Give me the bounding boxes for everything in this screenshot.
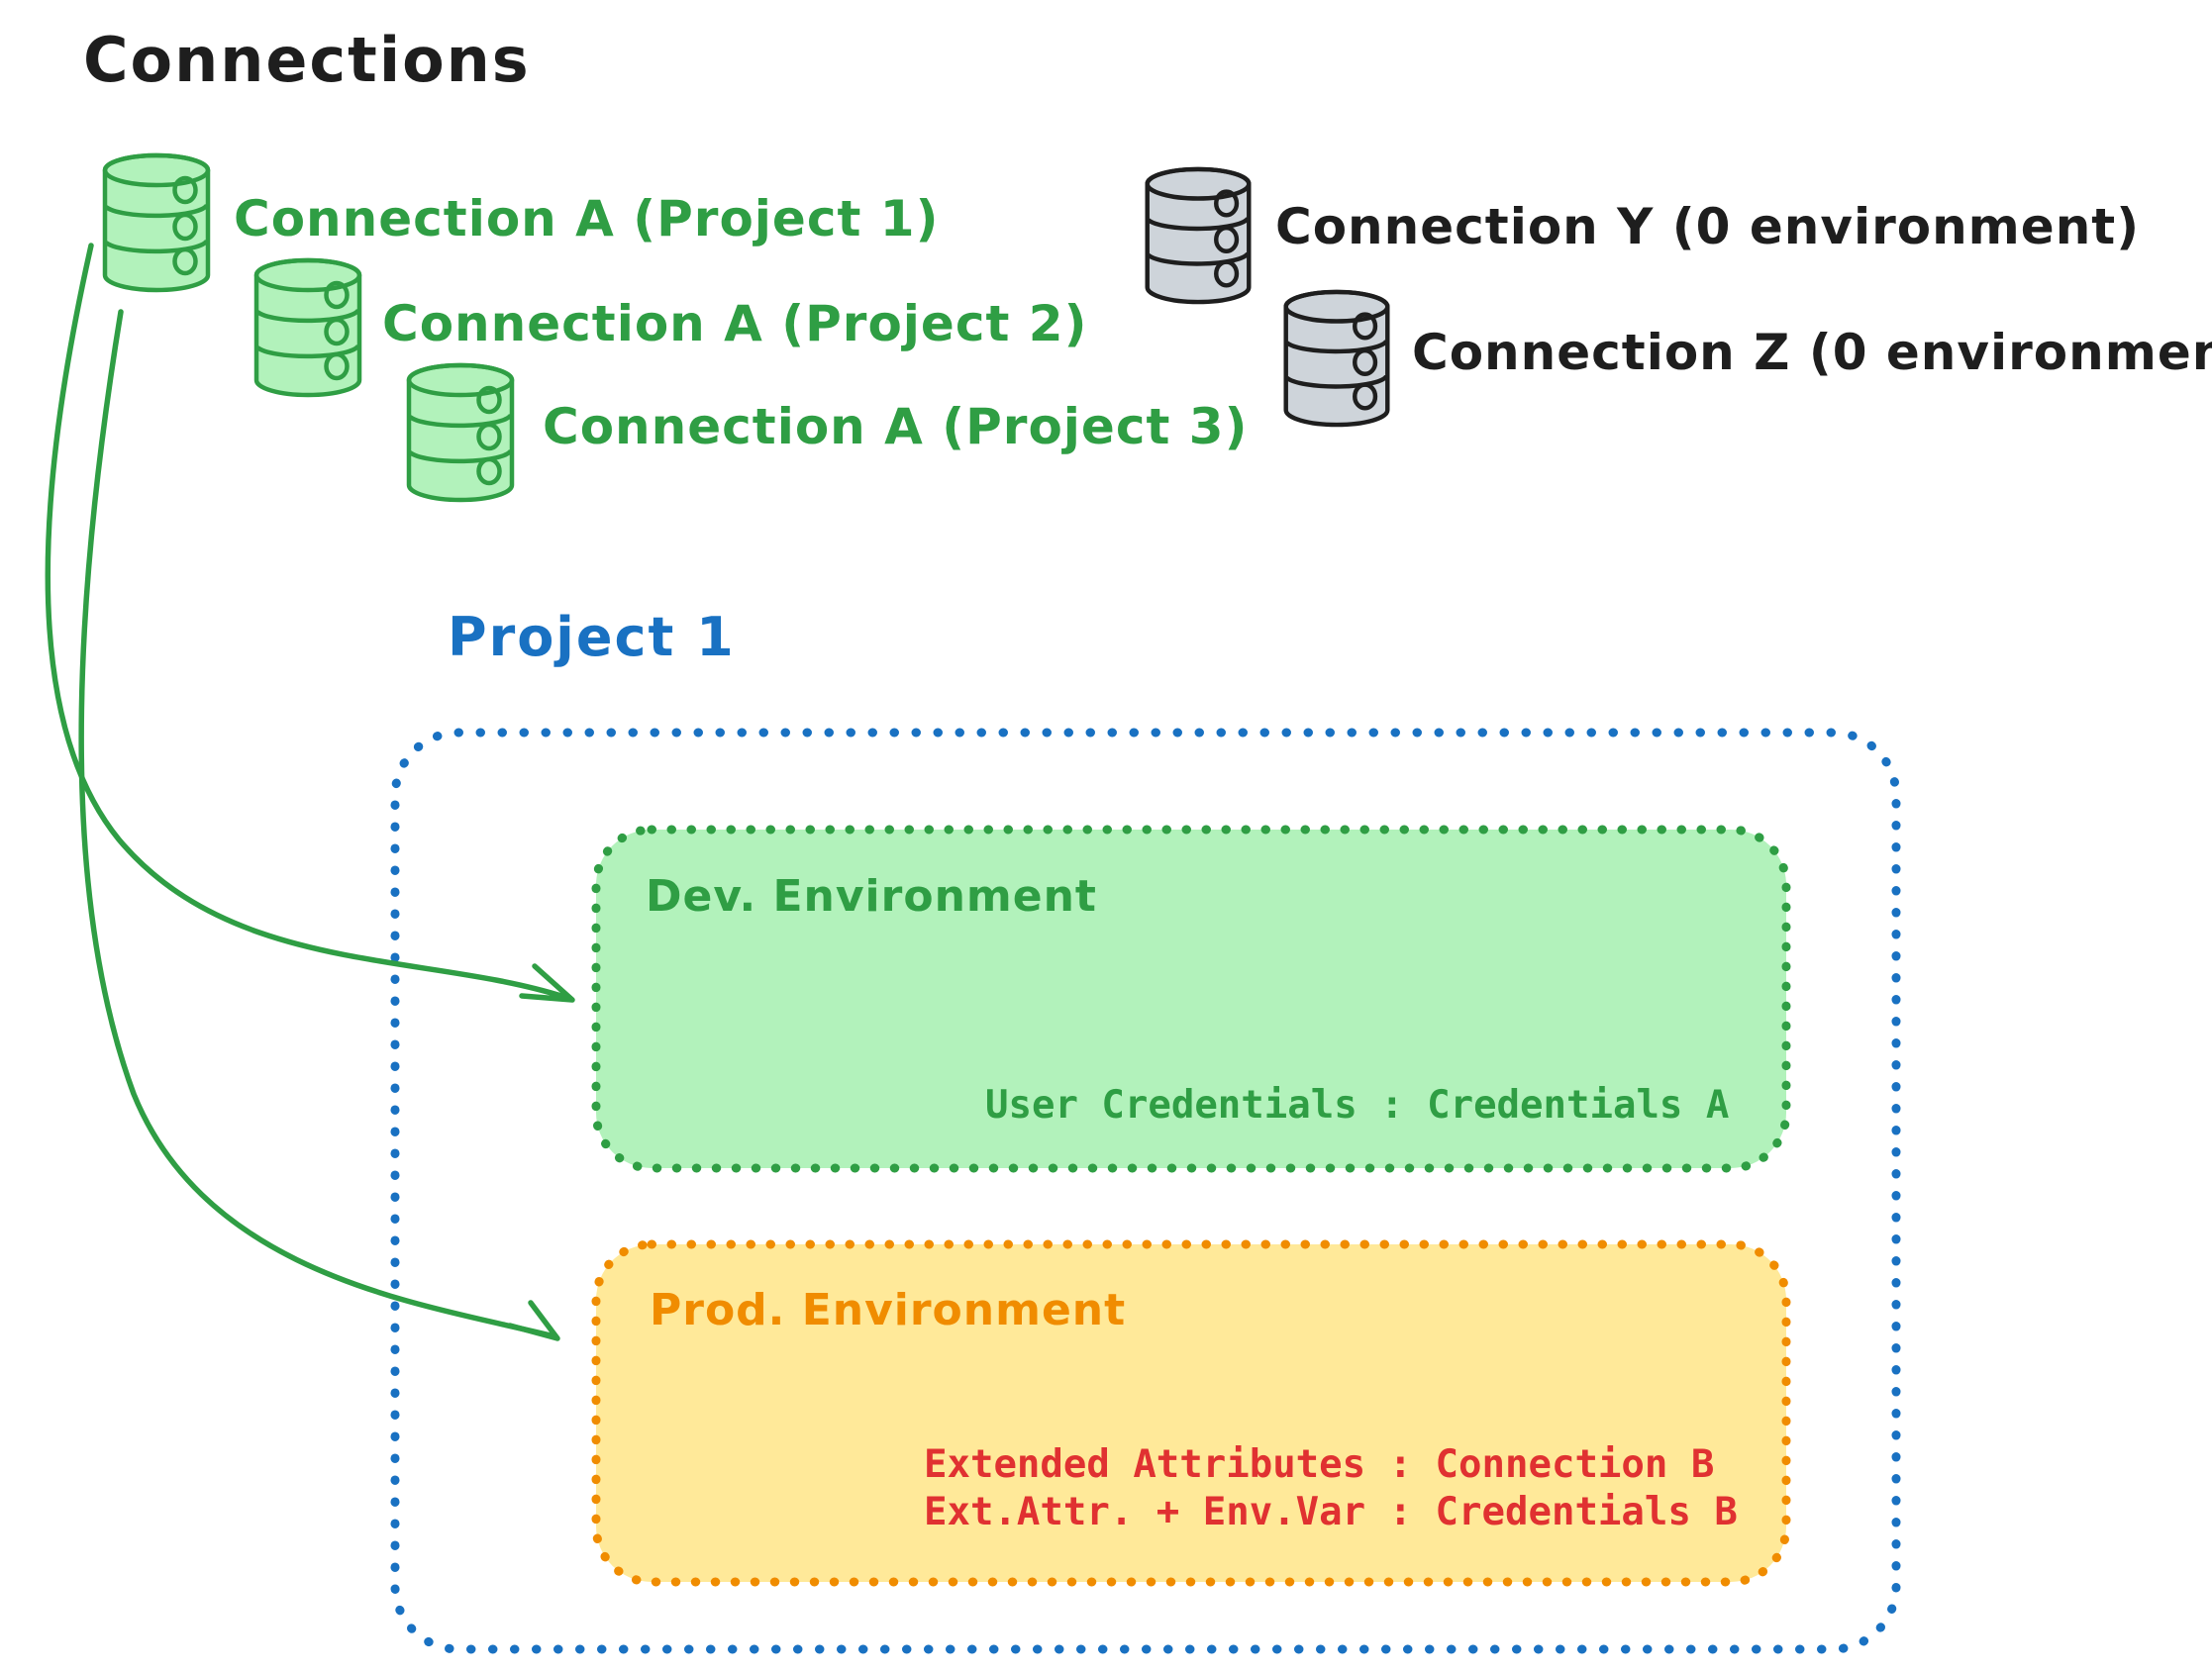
prod-mapping-line-2: Ext.Attr. + Env.Var : Credentials B (924, 1490, 1738, 1534)
connection-a-project-2-label: Connection A (Project 2) (382, 295, 1088, 352)
database-icon-connection-a-project-3 (409, 365, 512, 500)
dev-environment-box (591, 825, 1791, 1173)
database-icon-connection-a-project-2 (256, 260, 359, 395)
arrow-connection-a-to-prod (78, 309, 560, 1341)
connection-z-label: Connection Z (0 environment) (1412, 324, 2212, 381)
database-icon-connection-y (1148, 169, 1250, 302)
prod-mapping-line-1: Extended Attributes : Connection B (924, 1442, 1715, 1487)
connection-y-label: Connection Y (0 environment) (1275, 198, 2141, 255)
diagram-heading: Connections (83, 24, 531, 96)
project-1-title: Project 1 (448, 606, 736, 668)
arrowhead-prod (507, 1300, 560, 1341)
connection-a-project-3-label: Connection A (Project 3) (543, 398, 1249, 455)
prod-environment-title: Prod. Environment (650, 1285, 1127, 1335)
prod-environment-box (591, 1239, 1791, 1587)
dev-environment-credentials-mapping: User Credentials : Credentials A (985, 1083, 1730, 1128)
project-1-container-box (390, 728, 1901, 1654)
database-icon-connection-a-project-1 (105, 155, 208, 290)
database-icon-connection-z (1286, 292, 1388, 425)
connection-a-project-1-label: Connection A (Project 1) (234, 190, 940, 247)
prod-environment-credentials-mapping: Extended Attributes : Connection B Ext.A… (924, 1441, 1738, 1536)
arrow-connection-a-to-dev (45, 243, 575, 1003)
dev-environment-title: Dev. Environment (646, 871, 1097, 922)
arrowhead-dev (519, 963, 575, 1003)
